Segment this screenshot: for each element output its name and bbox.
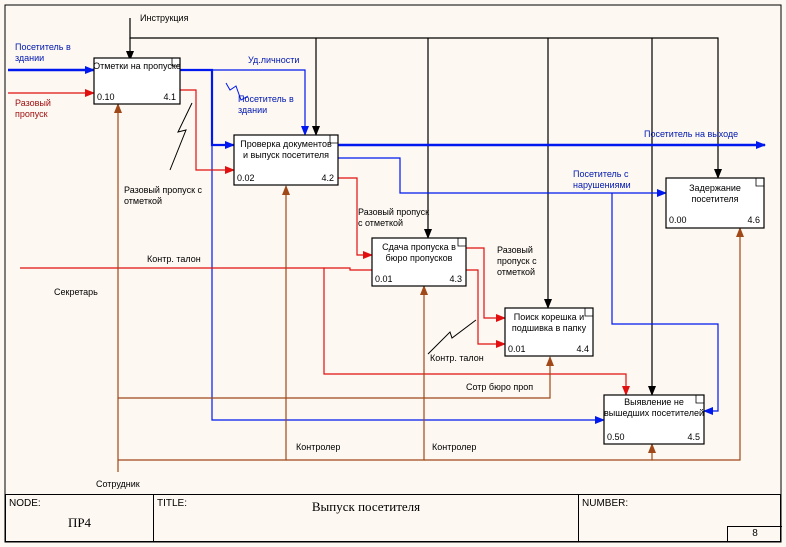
label-control-ticket-2: Контр. талон	[430, 353, 484, 363]
mechanism-arrows	[114, 103, 744, 472]
red-arrows	[8, 89, 630, 396]
label-secretary: Секретарь	[54, 287, 98, 297]
diagram-border	[4, 4, 782, 543]
title-cell: TITLE: Выпуск посетителя	[154, 495, 579, 541]
box-cost: 0.00	[669, 215, 687, 225]
node-label: NODE:	[9, 498, 41, 509]
box-cost: 0.50	[607, 432, 625, 442]
label-visitor-exit: Посетитель на выходе	[644, 129, 738, 139]
label-instruction: Инструкция	[140, 13, 189, 23]
label-employee: Сотрудник	[96, 479, 140, 489]
decomposition-icon	[171, 58, 764, 404]
title-value: Выпуск посетителя	[311, 499, 421, 514]
number-cell: NUMBER: 8	[579, 495, 782, 541]
activity-box-4-1[interactable]: Отметки на пропуске 0.10 4.1	[93, 57, 181, 105]
title-label: TITLE:	[157, 498, 188, 509]
label-controller-2: Контролер	[432, 442, 476, 452]
box-cost: 0.02	[237, 173, 255, 183]
diagram-footer: NODE: ПР4 TITLE: Выпуск посетителя NUMBE…	[5, 494, 782, 542]
node-cell: NODE: ПР4	[6, 495, 154, 541]
label-bureau-staff: Сотр бюро проп	[466, 382, 533, 392]
label-control-ticket: Контр. талон	[147, 254, 201, 264]
label-controller: Контролер	[296, 442, 340, 452]
box-number: 4.5	[687, 432, 700, 442]
box-cost: 0.10	[97, 92, 115, 102]
box-cost: 0.01	[508, 344, 526, 354]
box-cost: 0.01	[375, 274, 393, 284]
node-value: ПР4	[67, 515, 92, 530]
label-id-card: Уд.личности	[248, 55, 299, 65]
box-number: 4.1	[163, 92, 176, 102]
number-label: NUMBER:	[582, 498, 629, 509]
box-number: 4.2	[321, 173, 334, 183]
squiggle-connectors	[169, 102, 477, 355]
box-number: 4.3	[449, 274, 462, 284]
page-number: 8	[727, 526, 782, 541]
control-arrows	[126, 18, 722, 396]
box-number: 4.6	[747, 215, 760, 225]
blue-arrows	[8, 66, 766, 424]
box-number: 4.4	[576, 344, 589, 354]
box-title: Отметки на пропуске	[93, 61, 181, 71]
